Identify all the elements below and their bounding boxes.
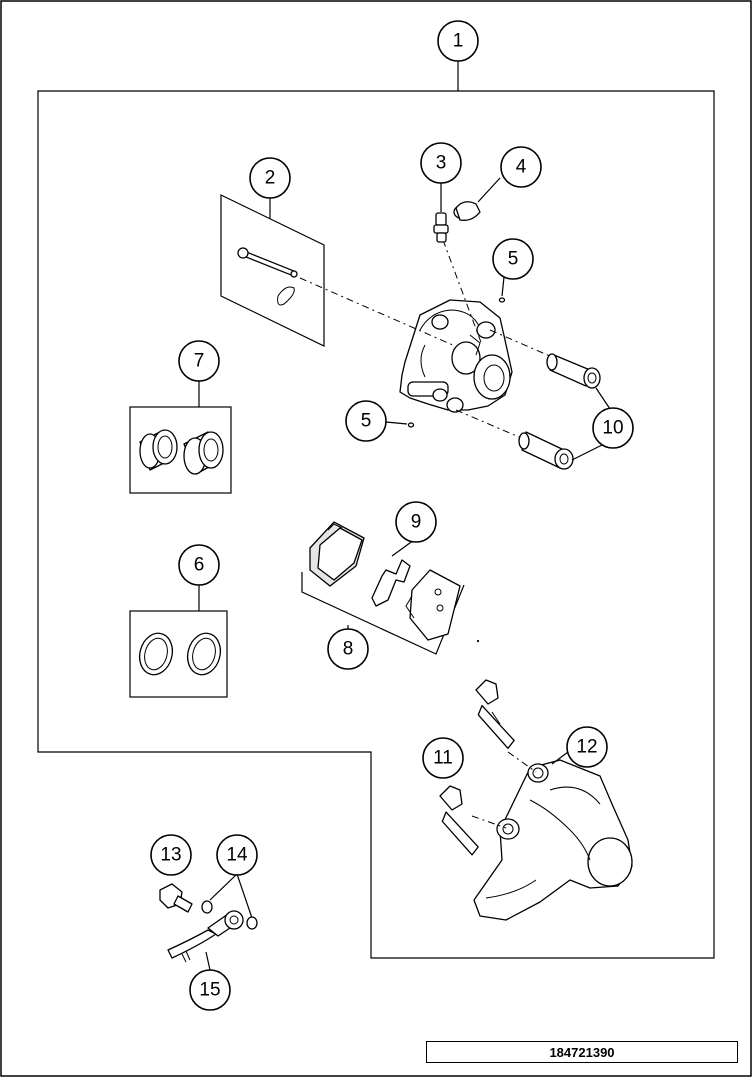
callout-3-label: 3 — [436, 153, 447, 174]
callout-5-upper: 5 — [492, 238, 534, 280]
callout-4-label: 4 — [516, 157, 527, 178]
callout-5-lower-label: 5 — [361, 411, 372, 432]
bleeder-screw-part — [433, 182, 449, 243]
bleeder-cap-part — [453, 177, 501, 221]
callout-1: 1 — [437, 20, 479, 62]
callout-11-label: 11 — [433, 748, 453, 769]
callout-9-label: 9 — [411, 512, 422, 533]
guide-bolt-upper-part — [546, 353, 601, 389]
callout-4: 4 — [500, 146, 542, 188]
carrier-bolt-upper-part — [475, 679, 515, 749]
callout-14-label: 14 — [226, 845, 248, 866]
washer-upper-part — [498, 276, 506, 303]
reference-number: 184721390 — [426, 1041, 738, 1063]
centerline-carrier-upper — [507, 751, 537, 773]
callout-13-label: 13 — [160, 845, 181, 866]
callout-1-label: 1 — [453, 31, 464, 52]
caliper-body-part — [399, 299, 513, 413]
caliper-carrier-part — [473, 751, 633, 921]
callout-2-label: 2 — [265, 168, 276, 189]
banjo-bolt-part — [159, 883, 193, 913]
callout-15: 15 — [189, 969, 231, 1011]
callout-6-label: 6 — [194, 555, 205, 576]
callout-7-label: 7 — [194, 351, 205, 372]
pistons-part — [129, 381, 232, 494]
centerline-bleeder — [442, 239, 483, 346]
callout-14: 14 — [216, 834, 258, 876]
piston-seals-part — [129, 585, 228, 698]
brake-pads-part — [301, 521, 480, 655]
sealing-washers-part — [201, 873, 258, 930]
pin-kit-part — [220, 194, 325, 347]
callout-11: 11 — [422, 737, 464, 779]
centerline-pin — [299, 277, 456, 347]
centerline-carrier-lower — [471, 815, 507, 829]
callout-3: 3 — [420, 142, 462, 184]
washer-lower-part — [385, 421, 415, 428]
brake-line-part — [167, 910, 244, 971]
assembly-frame — [37, 90, 715, 959]
callout-8: 8 — [327, 628, 369, 670]
callout-5-lower: 5 — [345, 400, 387, 442]
callout-12: 12 — [566, 726, 608, 768]
centerline-bolt-lower — [455, 409, 541, 447]
callout-10: 10 — [592, 407, 634, 449]
callout-15-label: 15 — [199, 980, 220, 1001]
callout-12-label: 12 — [576, 737, 597, 758]
callout-7: 7 — [178, 340, 220, 382]
carrier-bolt-lower-part — [439, 785, 479, 856]
callout-6: 6 — [178, 544, 220, 586]
callout-2: 2 — [249, 157, 291, 199]
callout-13: 13 — [150, 834, 192, 876]
callout-8-label: 8 — [343, 639, 354, 660]
callout-5-upper-label: 5 — [508, 249, 519, 270]
guide-bolt-lower-part — [518, 431, 574, 470]
callout-10-label: 10 — [602, 418, 623, 439]
callout-9: 9 — [395, 501, 437, 543]
